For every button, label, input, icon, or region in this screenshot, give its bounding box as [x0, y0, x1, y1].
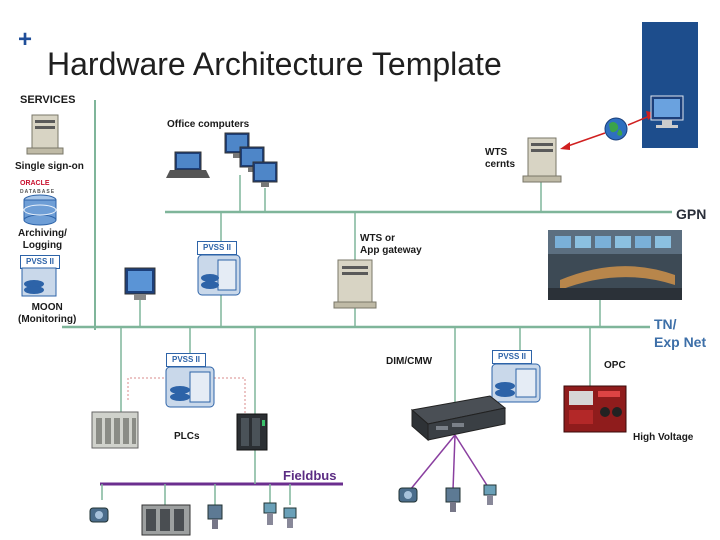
wts-gateway-label: WTS or App gateway — [360, 233, 422, 256]
page-title: Hardware Architecture Template — [47, 46, 502, 82]
tn-exp-net-label: TN/ Exp Net — [654, 316, 707, 350]
archiving-logging-label: Archiving/ Logging — [18, 228, 67, 251]
plcs-label: PLCs — [174, 431, 200, 442]
moon-label: MOON (Monitoring) — [18, 302, 77, 325]
remote-link — [564, 132, 606, 148]
single-sign-on-label: Single sign-on — [15, 161, 84, 172]
plus-icon: + — [18, 26, 33, 53]
office-computers-label: Office computers — [167, 119, 250, 130]
dim-cmw-label: DIM/CMW — [386, 356, 433, 367]
high-voltage-label: High Voltage — [633, 432, 694, 443]
wts-cernts-label: WTS cernts — [485, 147, 516, 170]
fieldbus-label: Fieldbus — [283, 468, 337, 483]
oracle-logo: ORACLE DATABASE — [20, 180, 56, 195]
services-label: SERVICES — [20, 94, 76, 106]
gpn-label: GPN — [676, 206, 707, 222]
opc-label: OPC — [604, 360, 626, 371]
